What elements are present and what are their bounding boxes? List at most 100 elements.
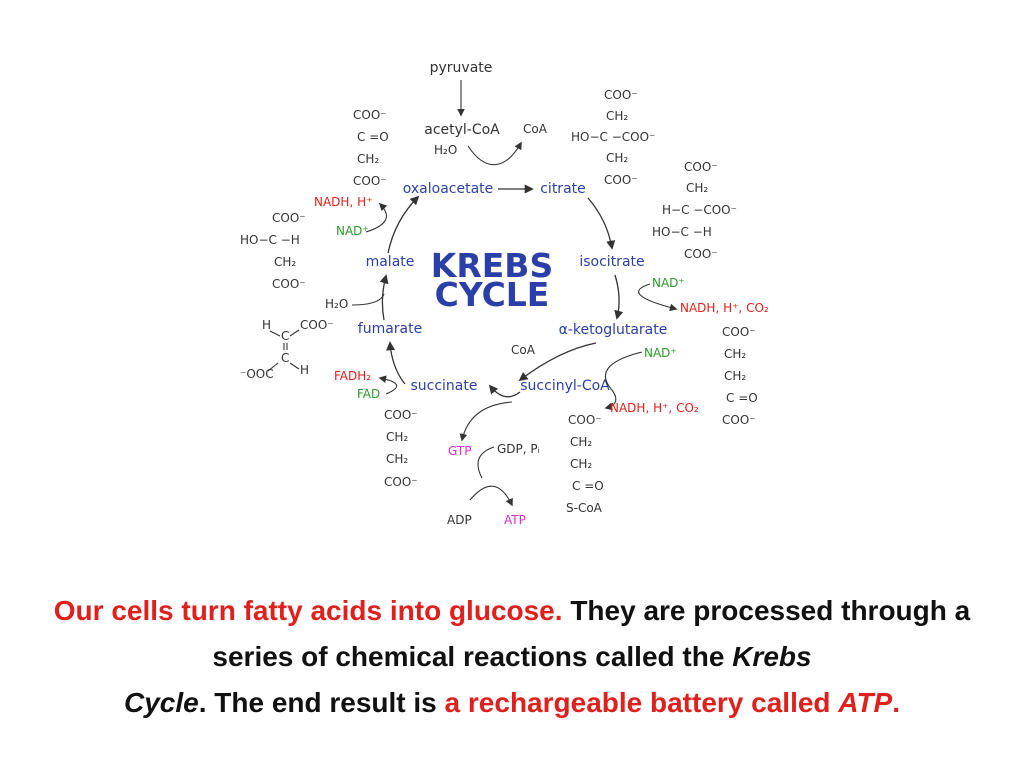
arc-succinylcoa-succinate (488, 384, 521, 398)
fumarate-bond-6 (289, 362, 300, 370)
label-atp: ATP (504, 513, 526, 527)
fumarate-bond-1 (269, 330, 281, 337)
oxaloacetate-line-4: COO⁻ (353, 174, 387, 188)
arrow-gdp (477, 446, 495, 479)
fumarate-line-6: ⁻OOC (240, 367, 274, 381)
label-nadh-succ: NADH, H⁺, CO₂ (610, 401, 699, 415)
fumarate-line-5: H (300, 363, 309, 377)
caption-highlight-2: a rechargeable battery called (444, 687, 839, 718)
succinylcoa-line-1: COO⁻ (568, 413, 602, 427)
label-gdp: GDP, Pᵢ (497, 442, 540, 456)
succinate-line-1: COO⁻ (384, 408, 418, 422)
isocitrate-line-4: HO−C −H (652, 225, 712, 239)
citrate-line-3: HO−C −COO⁻ (571, 130, 655, 144)
label-oxaloacetate: oxaloacetate (403, 181, 494, 197)
caption-highlight-1: Our cells turn fatty acids into glucose. (53, 595, 563, 626)
label-nadh-iso: NADH, H⁺, CO₂ (680, 301, 769, 315)
label-pyruvate: pyruvate (430, 60, 493, 76)
fumarate-bond-5 (267, 362, 279, 372)
caption-krebs: Krebs (732, 641, 812, 672)
citrate-line-4: CH₂ (606, 151, 628, 165)
isocitrate-line-2: CH₂ (686, 181, 708, 195)
succinylcoa-line-4: C =O (572, 479, 604, 493)
malate-line-2: HO−C −H (240, 233, 300, 247)
molecule-succinate: COO⁻ CH₂ CH₂ COO⁻ (384, 408, 418, 489)
label-nad-iso: NAD⁺ (652, 276, 685, 290)
label-ketoglutarate: α-ketoglutarate (559, 322, 668, 338)
arc-succinate-fumarate (386, 341, 406, 385)
succinate-line-2: CH₂ (386, 430, 408, 444)
arc-fumarate-malate (379, 274, 389, 321)
label-isocitrate: isocitrate (579, 254, 644, 270)
arrow-succinylcoa-gtp (459, 401, 513, 442)
arrow-h2o-fum (351, 293, 385, 306)
arc-malate-oxaloacetate (387, 195, 420, 254)
molecule-citrate: COO⁻ CH₂ HO−C −COO⁻ CH₂ COO⁻ (571, 88, 655, 187)
arrow-fad (378, 375, 398, 395)
label-nadh-oxalo: NADH, H⁺ (314, 195, 372, 209)
molecule-fumarate: H C COO⁻ C H ⁻OOC (240, 318, 334, 381)
label-coa-keto: CoA (511, 343, 536, 357)
label-succinate: succinate (410, 378, 477, 394)
label-succinyl-coa: succinyl-CoA (520, 378, 610, 394)
arrow-adp-atp (469, 485, 513, 507)
label-adp: ADP (447, 513, 472, 527)
title-line-1: KREBS (431, 246, 553, 285)
malate-line-1: COO⁻ (272, 211, 306, 225)
malate-line-4: COO⁻ (272, 277, 306, 291)
arrow-nad-oxalo (365, 202, 388, 233)
caption-atp: ATP (838, 687, 893, 718)
isocitrate-line-3: H−C −COO⁻ (662, 203, 737, 217)
arrow-condensation (467, 141, 522, 166)
label-gtp: GTP (448, 444, 471, 458)
malate-line-3: CH₂ (274, 255, 296, 269)
arrow-nad-keto (604, 351, 643, 411)
isocitrate-line-1: COO⁻ (684, 160, 718, 174)
label-malate: malate (366, 254, 415, 270)
isocitrate-line-5: COO⁻ (684, 247, 718, 261)
label-h2o-top: H₂O (434, 143, 457, 157)
caption-text-1: They are processed through a series of c… (212, 595, 971, 672)
label-fumarate: fumarate (358, 321, 422, 337)
title-line-2: CYCLE (435, 275, 550, 314)
molecule-succinylcoa: COO⁻ CH₂ CH₂ C =O S-CoA (566, 413, 604, 515)
caption: Our cells turn fatty acids into glucose.… (30, 588, 994, 726)
krebs-cycle-diagram: KREBS CYCLE pyruvate acetyl-CoA H₂O CoA … (240, 60, 769, 527)
arrow-nad-iso (638, 283, 678, 312)
molecule-isocitrate: COO⁻ CH₂ H−C −COO⁻ HO−C −H COO⁻ (652, 160, 737, 261)
citrate-line-5: COO⁻ (604, 173, 638, 187)
caption-period: . (892, 687, 900, 718)
label-coa-top: CoA (523, 122, 548, 136)
molecule-oxaloacetate: COO⁻ C =O CH₂ COO⁻ (353, 108, 389, 188)
succinylcoa-line-2: CH₂ (570, 435, 592, 449)
fumarate-line-4: C (281, 351, 289, 365)
citrate-line-2: CH₂ (606, 109, 628, 123)
arc-ketoglutarate-succinylcoa (518, 342, 597, 382)
fumarate-line-2: C (281, 329, 289, 343)
label-nad-keto: NAD⁺ (644, 346, 677, 360)
ketoglutarate-line-2: CH₂ (724, 347, 746, 361)
fumarate-line-3: COO⁻ (300, 318, 334, 332)
label-nad-oxalo: NAD⁺ (336, 224, 369, 238)
label-h2o-fum: H₂O (325, 297, 348, 311)
molecule-malate: COO⁻ HO−C −H CH₂ COO⁻ (240, 211, 306, 291)
label-citrate: citrate (540, 181, 586, 197)
caption-text-2: . The end result is (198, 687, 445, 718)
arc-citrate-isocitrate (587, 197, 616, 250)
arc-isocitrate-ketoglutarate (614, 274, 624, 320)
citrate-line-1: COO⁻ (604, 88, 638, 102)
label-fad: FAD (357, 387, 380, 401)
succinylcoa-line-3: CH₂ (570, 457, 592, 471)
succinate-line-4: COO⁻ (384, 475, 418, 489)
label-fadh2: FADH₂ (334, 369, 371, 383)
oxaloacetate-line-1: COO⁻ (353, 108, 387, 122)
fumarate-line-1: H (262, 318, 271, 332)
fumarate-bond-2 (289, 329, 300, 337)
caption-cycle: Cycle (123, 687, 199, 718)
label-acetyl-coa: acetyl-CoA (424, 122, 500, 138)
oxaloacetate-line-3: CH₂ (357, 152, 379, 166)
ketoglutarate-line-3: CH₂ (724, 369, 746, 383)
succinylcoa-line-5: S-CoA (566, 501, 603, 515)
oxaloacetate-line-2: C =O (357, 130, 389, 144)
succinate-line-3: CH₂ (386, 452, 408, 466)
